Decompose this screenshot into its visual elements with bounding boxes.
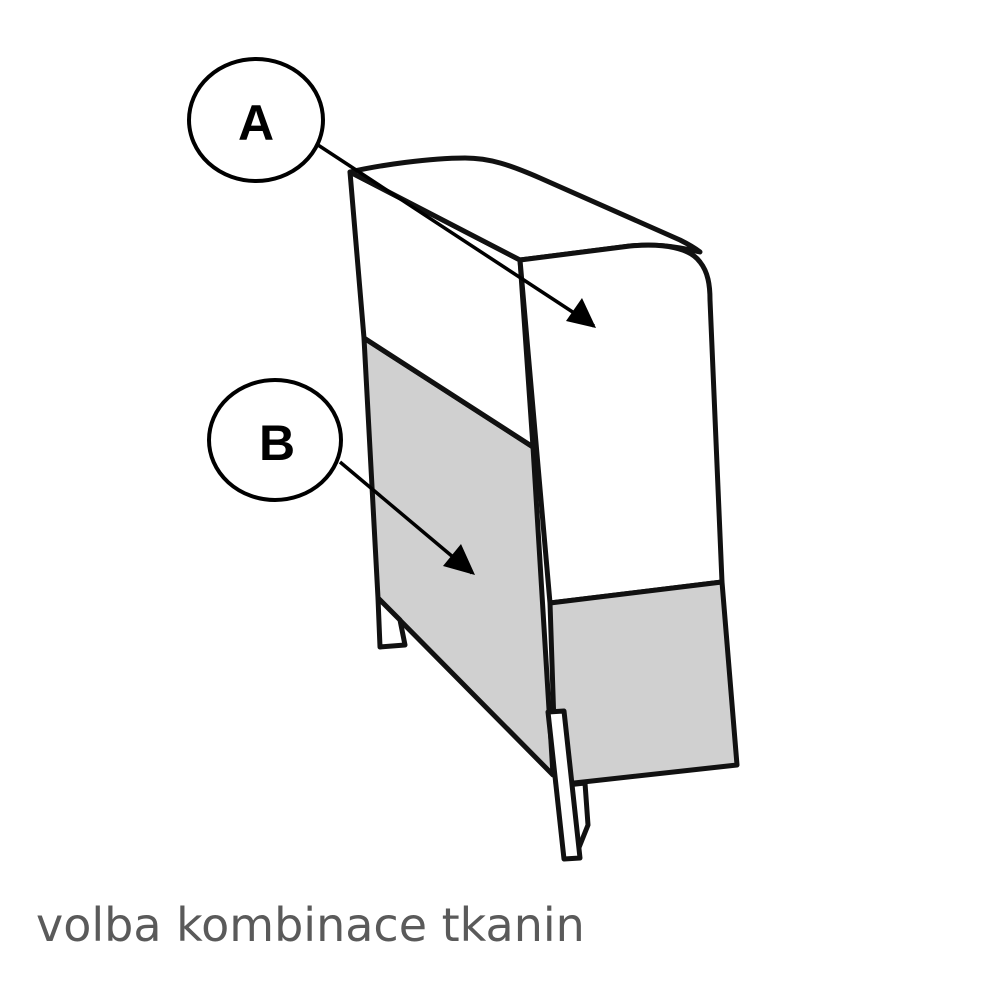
callout-b: B [207,378,475,575]
callout-b-circle [207,378,343,502]
callout-a-arrowhead-icon [566,298,596,328]
callout-a-circle [187,57,325,183]
callout-b-label: B [259,415,295,471]
callout-b-arrow [338,460,474,575]
front-face-upper-fabric-a [517,242,725,606]
caption-text: volba kombinace tkanin [36,898,585,952]
front-leg [545,708,583,862]
back-leg [375,595,408,650]
callout-b-arrowhead-icon [443,544,475,575]
callout-a-label: A [238,95,274,151]
front-face-lower-fabric-b [547,579,740,788]
callout-a: A [187,57,596,328]
callout-a-arrow [317,143,595,328]
armrest-drawing [347,155,740,862]
